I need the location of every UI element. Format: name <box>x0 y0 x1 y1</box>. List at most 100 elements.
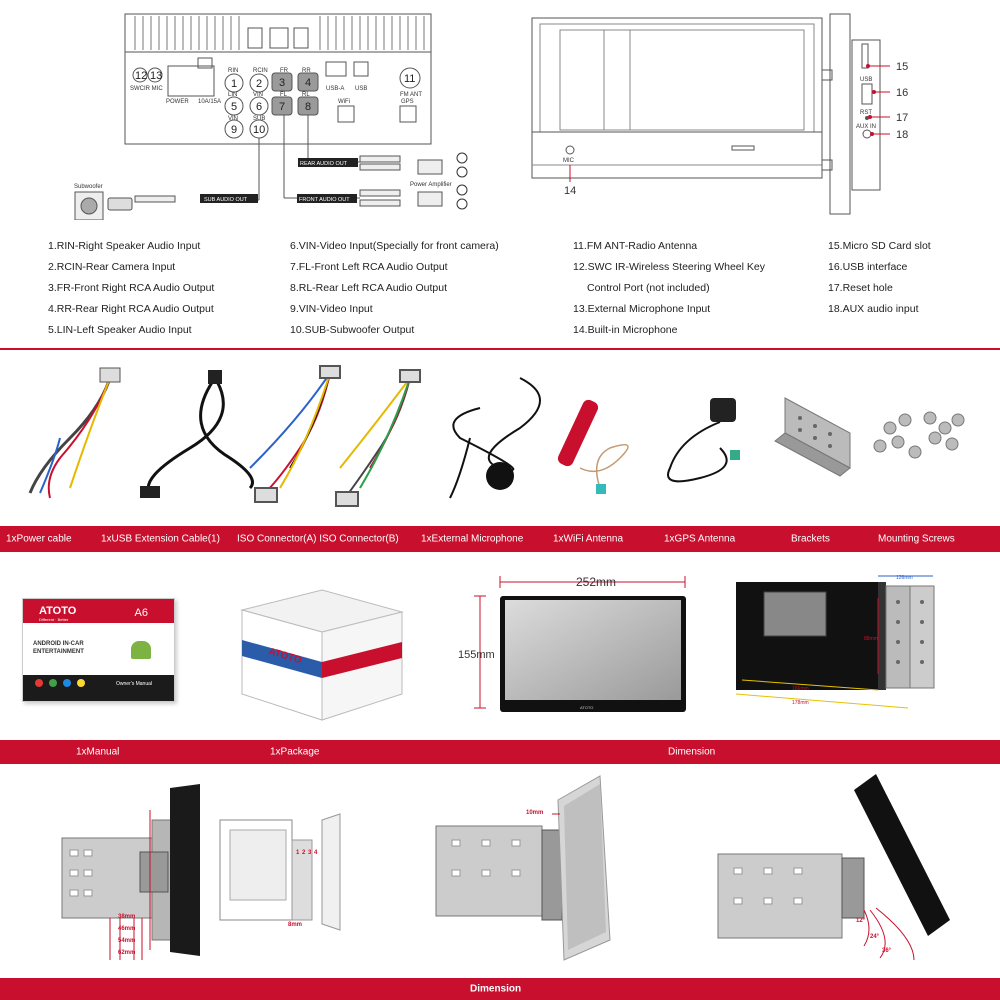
mounting-diagram-left: 38mm 46mm 54mm 62mm 1 2 3 4 8mm <box>61 784 341 960</box>
width-dimension: 252mm <box>576 575 616 589</box>
manual-tagline: Different · Better <box>39 617 69 622</box>
vin-label: VIN <box>253 92 263 98</box>
mounting-screws-image <box>873 411 965 459</box>
dim-10mm: 10mm <box>526 810 543 816</box>
unit-height-dimension: 88mm <box>864 636 878 642</box>
unit-depth-2: 178mm <box>792 700 809 706</box>
legend-col-4: 15.Micro SD Card slot 16.USB interface 1… <box>828 236 931 320</box>
mic-label: MIC <box>563 158 575 164</box>
fm-ant-label: FM ANT <box>400 92 422 98</box>
legend-item: 10.SUB-Subwoofer Output <box>290 324 415 336</box>
usb-label: USB <box>355 86 367 92</box>
accessory-label: Mounting Screws <box>878 533 955 545</box>
fl-label: FL <box>280 92 288 98</box>
pin-10: 10 <box>253 124 265 136</box>
section-divider <box>0 348 1000 350</box>
iso-connector-a-image <box>249 365 341 503</box>
pin-6: 6 <box>256 101 262 113</box>
wifi-antenna-image <box>557 399 629 494</box>
pin-8: 8 <box>305 101 311 113</box>
legend-item: 16.USB interface <box>828 261 908 273</box>
callout-15: 15 <box>896 61 908 73</box>
rail-num-1: 1 <box>296 850 300 856</box>
band-label-package: 1xPackage <box>270 746 320 758</box>
legend-item: 6.VIN-Video Input(Specially for front ca… <box>290 240 499 252</box>
legend-item: 18.AUX audio input <box>828 303 919 315</box>
legend-col-3: 11.FM ANT-Radio Antenna 12.SWC IR-Wirele… <box>573 236 765 341</box>
accessory-label: ISO Connector(A) ISO Connector(B) <box>237 533 399 545</box>
rail-num-3: 3 <box>308 850 312 856</box>
package-band: 1xManual 1xPackage Dimension <box>0 740 1000 764</box>
legend-item: 11.FM ANT-Radio Antenna <box>573 240 698 252</box>
accessories-band: 1xPower cable 1xUSB Extension Cable(1) I… <box>0 526 1000 552</box>
power-cable-image <box>28 367 121 499</box>
unit-dimension-drawing: 126mm 88mm 166mm 178mm <box>735 575 935 709</box>
app-icon <box>77 679 85 687</box>
rin-label: RIN <box>228 68 238 74</box>
manual-title-1: ANDROID IN-CAR <box>33 641 84 647</box>
pin-12: 12 <box>135 70 147 82</box>
pin-9: 9 <box>231 124 237 136</box>
accessory-label: 1xPower cable <box>6 533 72 545</box>
rail-num-2: 2 <box>302 850 306 856</box>
front-audio-out-label: FRONT AUDIO OUT <box>299 197 350 203</box>
legend-item: 7.FL-Front Left RCA Audio Output <box>290 261 448 273</box>
rst-label: RST <box>860 110 872 116</box>
pin-3: 3 <box>279 77 285 89</box>
dim-62mm: 62mm <box>118 950 135 956</box>
legend-item: 17.Reset hole <box>828 282 893 294</box>
android-icon <box>131 641 151 659</box>
legend-col-1: 1.RIN-Right Speaker Audio Input 2.RCIN-R… <box>48 236 214 341</box>
lin-label: LIN <box>228 92 237 98</box>
legend-item: 15.Micro SD Card slot <box>828 240 931 252</box>
angle-36: 36° <box>882 948 892 954</box>
rr-label: RR <box>302 68 311 74</box>
owners-manual: ATOTO Different · Better A6 ANDROID IN-C… <box>22 598 175 702</box>
mounting-diagram-middle: 10mm <box>435 775 611 961</box>
accessories-images <box>28 365 965 507</box>
sub-audio-out-label: SUB AUDIO OUT <box>204 197 248 203</box>
band-label-manual: 1xManual <box>76 746 120 758</box>
rear-audio-out-label: REAR AUDIO OUT <box>300 161 348 167</box>
manual-model: A6 <box>134 607 148 619</box>
accessory-label: 1xWiFi Antenna <box>553 533 624 545</box>
legend-item: 2.RCIN-Rear Camera Input <box>48 261 176 273</box>
power-amplifier-label: Power Amplifier <box>410 182 452 188</box>
brackets-image <box>774 397 851 477</box>
power-label: POWER <box>166 99 189 105</box>
app-icon <box>49 679 57 687</box>
rail-num-4: 4 <box>314 850 318 856</box>
side-view-diagram: MIC 14 USB RST AUX IN 15 16 17 18 <box>531 13 908 215</box>
accessory-label: 1xExternal Microphone <box>421 533 524 545</box>
legend-item: 5.LIN-Left Speaker Audio Input <box>48 324 192 336</box>
legend-item: 13.External Microphone Input <box>573 303 711 315</box>
usb-cable-image <box>140 370 254 498</box>
accessory-label: 1xGPS Antenna <box>664 533 736 545</box>
dimension-band: Dimension <box>0 978 1000 1000</box>
pin-5: 5 <box>231 101 237 113</box>
app-icon <box>35 679 43 687</box>
dim-8mm: 8mm <box>288 922 302 928</box>
aux-in-label: AUX IN <box>856 124 876 130</box>
pin-2: 2 <box>256 78 262 90</box>
rl-label: RL <box>302 92 310 98</box>
legend-item: Control Port (not included) <box>587 282 710 294</box>
pin-11: 11 <box>404 73 415 85</box>
dim-54mm: 54mm <box>118 938 135 944</box>
package-box: ATOTO <box>240 589 404 721</box>
dim-38mm: 38mm <box>118 914 135 920</box>
pin-13: 13 <box>150 70 162 82</box>
callout-14: 14 <box>564 185 576 197</box>
height-dimension: 155mm <box>458 649 495 661</box>
unit-depth-1: 166mm <box>792 686 809 692</box>
legend-item: 9.VIN-Video Input <box>290 303 373 315</box>
manual-brand: ATOTO <box>39 605 77 617</box>
gps-antenna-image <box>667 398 740 483</box>
angle-12: 12° <box>856 918 866 924</box>
accessory-label: Brackets <box>791 533 830 545</box>
fuse-label: 10A/15A <box>198 99 221 105</box>
sub-label: SUB <box>253 116 265 122</box>
legend-item: 4.RR-Rear Right RCA Audio Output <box>48 303 214 315</box>
mounting-diagram-right: 12° 24° 36° <box>717 774 950 961</box>
manual-footer: Owner's Manual <box>116 681 152 687</box>
